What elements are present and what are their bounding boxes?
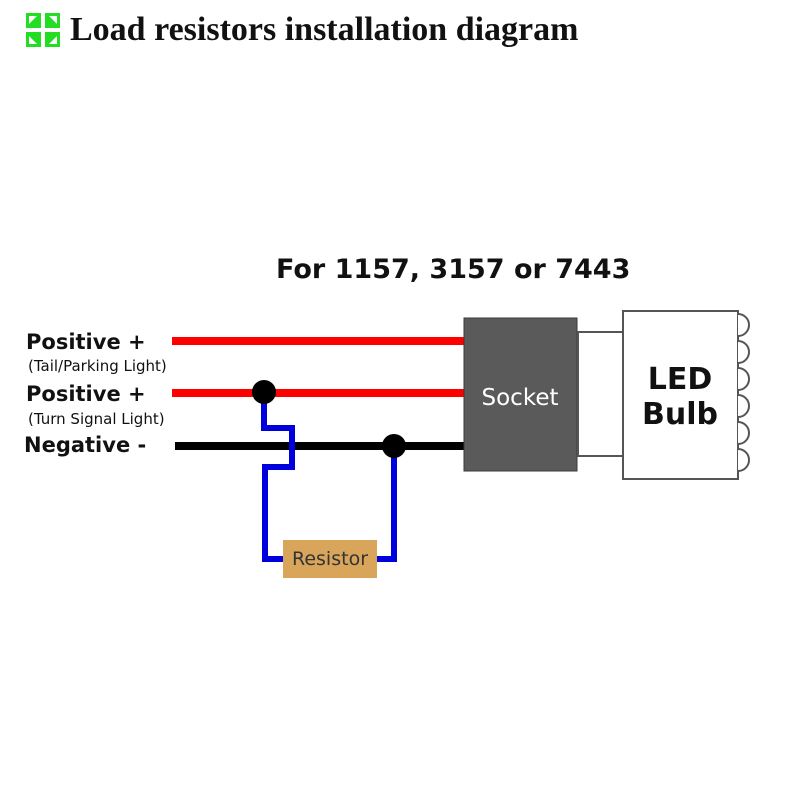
resistor-label: Resistor	[292, 548, 368, 570]
diagram-subtitle: For 1157, 3157 or 7443	[276, 254, 630, 285]
page-header: Load resistors installation diagram	[24, 8, 578, 52]
led-emitter	[737, 394, 750, 418]
expand-arrows-icon	[24, 11, 62, 49]
socket-label: Socket	[482, 385, 559, 411]
led-bulb-label-line1: LED	[648, 362, 713, 397]
resistor-lead-positive	[261, 393, 295, 562]
wire-label-negative: Negative -	[24, 433, 146, 457]
socket-body	[463, 317, 578, 472]
wire-label-turn-positive: Positive +	[26, 382, 146, 406]
bulb-base	[577, 331, 625, 457]
led-bulb-body	[622, 310, 739, 480]
page-title: Load resistors installation diagram	[70, 11, 579, 48]
led-emitter	[737, 367, 750, 391]
wire-label-tail-positive: Positive +	[26, 330, 146, 354]
resistor-lead-negative	[374, 446, 397, 562]
wire-sublabel-turn-signal: (Turn Signal Light)	[28, 410, 165, 428]
led-emitter	[737, 340, 750, 364]
led-emitter	[737, 448, 750, 472]
resistor-body	[283, 540, 377, 578]
junction-dot-negative	[382, 434, 406, 458]
led-emitter	[737, 313, 750, 337]
wire-sublabel-tail-parking: (Tail/Parking Light)	[28, 357, 167, 375]
led-bulb-label-line2: Bulb	[642, 397, 718, 432]
junction-dot-positive	[252, 380, 276, 404]
led-emitters	[737, 313, 750, 472]
led-emitter	[737, 421, 750, 445]
